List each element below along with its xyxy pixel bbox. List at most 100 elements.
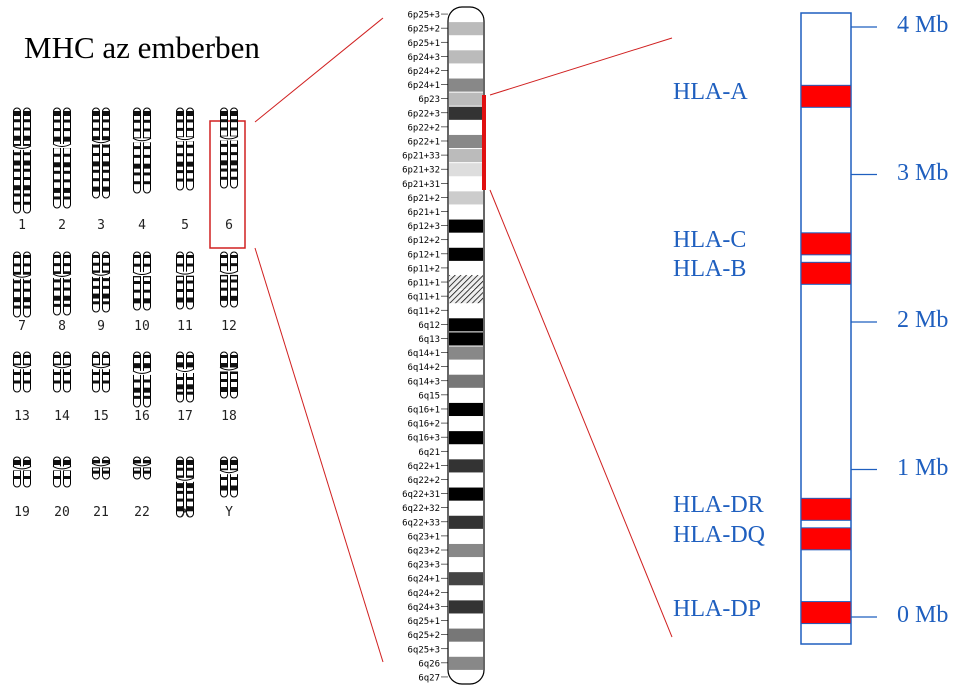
band-6p25+2 [449, 22, 483, 36]
chromosome-22 [132, 456, 152, 480]
zoom-line-top-right [489, 37, 673, 96]
chromosome-15 [91, 351, 111, 393]
chromosome-21 [91, 456, 111, 480]
chromosome-12 [219, 251, 239, 308]
band-label: 6q12 [418, 321, 440, 331]
band-6p12+3 [449, 219, 483, 233]
chromosome-20 [52, 456, 72, 488]
band-6q16+1 [449, 402, 483, 417]
band-label: 6q23+2 [407, 547, 440, 557]
chromosome-10 [132, 251, 152, 311]
band-label: 6q21 [418, 448, 440, 458]
gene-label: HLA-A [673, 79, 748, 106]
chromosome-number-label: Y [225, 505, 233, 520]
band-label: 6p22+2 [407, 123, 440, 133]
chromosome-number-label: 20 [54, 505, 70, 520]
gene-label: HLA-DP [673, 595, 761, 622]
band-label: 6p21+1 [407, 208, 440, 218]
band-label: 6p12+2 [407, 236, 440, 246]
band-label: 6p21+31 [402, 180, 440, 190]
band-label: 6p11+2 [407, 264, 440, 274]
chromosome-number-label: 17 [177, 409, 193, 424]
band-label: 6q27 [418, 673, 440, 683]
gene-band-hla-dr [800, 497, 852, 521]
chromosome-number-label: 15 [93, 409, 109, 424]
chromosome-number-label: 12 [221, 319, 237, 334]
gene-label: HLA-DR [673, 492, 764, 519]
chromosome-9 [91, 251, 111, 313]
band-label: 6q25+2 [407, 631, 440, 641]
chromosome-number-label: 8 [58, 319, 66, 334]
band-label: 6q13 [418, 335, 440, 345]
band-label: 6q14+2 [407, 363, 440, 373]
chromosome-number-label: 4 [138, 218, 146, 233]
chromosome-number-label: 14 [54, 409, 70, 424]
band-6p24+1 [449, 78, 483, 92]
band-label: 6q15 [418, 391, 440, 401]
band-6q14+3 [449, 374, 483, 388]
scale-label: 1 Mb [897, 454, 949, 481]
chromosome-Y [219, 456, 239, 498]
chromosome-number-label: 13 [14, 409, 30, 424]
band-label: 6q16+3 [407, 434, 440, 444]
band-6p21+32 [449, 163, 483, 177]
chromosome-number-label: 11 [177, 319, 193, 334]
band-label: 6q22+33 [402, 518, 440, 528]
zoom-line-bottom-left [254, 247, 384, 663]
chromosome-number-label: 10 [134, 319, 150, 334]
band-label: 6p24+2 [407, 67, 440, 77]
band-label: 6q23+1 [407, 532, 440, 542]
band-label: 6q22+32 [402, 504, 440, 514]
band-6q13 [449, 332, 483, 346]
chromosome-2 [52, 107, 72, 209]
chromosome-18 [219, 351, 239, 399]
zoom-line-bottom-right [489, 189, 673, 638]
band-label: 6q24+2 [407, 589, 440, 599]
chromosome-3 [91, 107, 111, 199]
band-label: 6q16+1 [407, 405, 440, 415]
chromosome-X [175, 456, 195, 518]
band-6p23 [449, 92, 483, 106]
band-6q25+2 [449, 628, 483, 642]
chromosome-number-label: 19 [14, 505, 30, 520]
chromosome-19 [12, 456, 32, 488]
band-6q22+1 [449, 459, 483, 473]
band-6p21+33 [449, 149, 483, 163]
band-label: 6q22+31 [402, 490, 440, 500]
band-6q12 [449, 318, 483, 332]
band-label: 6p11+1 [407, 279, 440, 289]
band-6p22+1 [449, 134, 483, 149]
chromosome-14 [52, 351, 72, 393]
band-6q24+1 [449, 572, 483, 586]
gene-label: HLA-C [673, 226, 747, 253]
chromosome-7 [12, 251, 32, 318]
band-label: 6p23 [418, 95, 440, 105]
band-label: 6p12+3 [407, 222, 440, 232]
chromosome-number-label: 7 [18, 319, 26, 334]
chromosome-number-label: 6 [225, 218, 233, 233]
band-label: 6q24+3 [407, 603, 440, 613]
chromosome-number-label: 5 [181, 218, 189, 233]
chromosome-8 [52, 251, 72, 316]
band-label: 6q26 [418, 659, 440, 669]
band-6p24+3 [449, 50, 483, 64]
chromosome-number-label: 9 [97, 319, 105, 334]
band-label: 6q25+3 [407, 645, 440, 655]
band-label: 6p24+1 [407, 81, 440, 91]
mhc-map [800, 12, 877, 645]
band-label: 6q14+3 [407, 377, 440, 387]
band-6q14+1 [449, 346, 483, 360]
scale-label: 4 Mb [897, 12, 949, 38]
band-label: 6p21+2 [407, 194, 440, 204]
gene-label: HLA-DQ [673, 521, 765, 548]
chromosome-4 [132, 107, 152, 194]
band-6q24+3 [449, 600, 483, 614]
zoom-line-top-left [254, 17, 384, 123]
band-label: 6p25+3 [407, 11, 440, 21]
band-6q26 [449, 656, 483, 670]
band-label: 6p12+1 [407, 250, 440, 260]
chromosome-1 [12, 107, 32, 214]
band-label: 6p21+32 [402, 166, 440, 176]
